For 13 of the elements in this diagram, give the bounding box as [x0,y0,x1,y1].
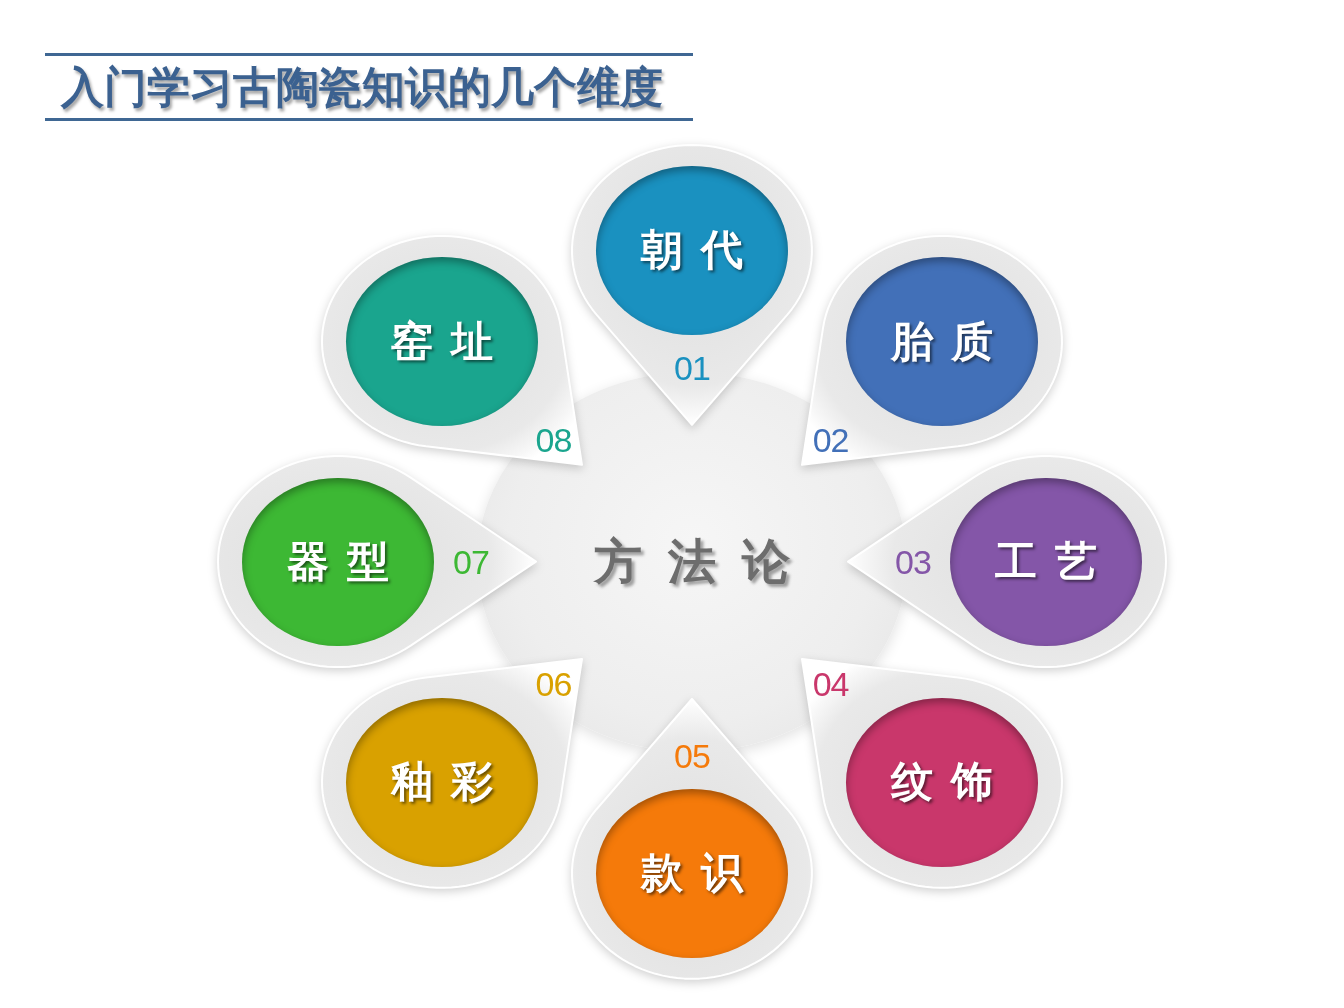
teardrop-petal [321,236,582,465]
step-number: 02 [812,423,849,457]
teardrop-petal [848,456,1166,668]
teardrop-petal [321,659,582,888]
teardrop-petal [802,659,1063,888]
page-title: 入门学习古陶瓷知识的几个维度 [45,53,693,121]
step-number: 06 [535,666,572,701]
teardrop-petal [572,144,812,425]
step-number: 08 [535,423,572,457]
step-number: 04 [812,666,849,701]
teardrop-petal [572,699,812,980]
teardrop-petal [218,456,536,668]
teardrop-petal [802,236,1063,465]
